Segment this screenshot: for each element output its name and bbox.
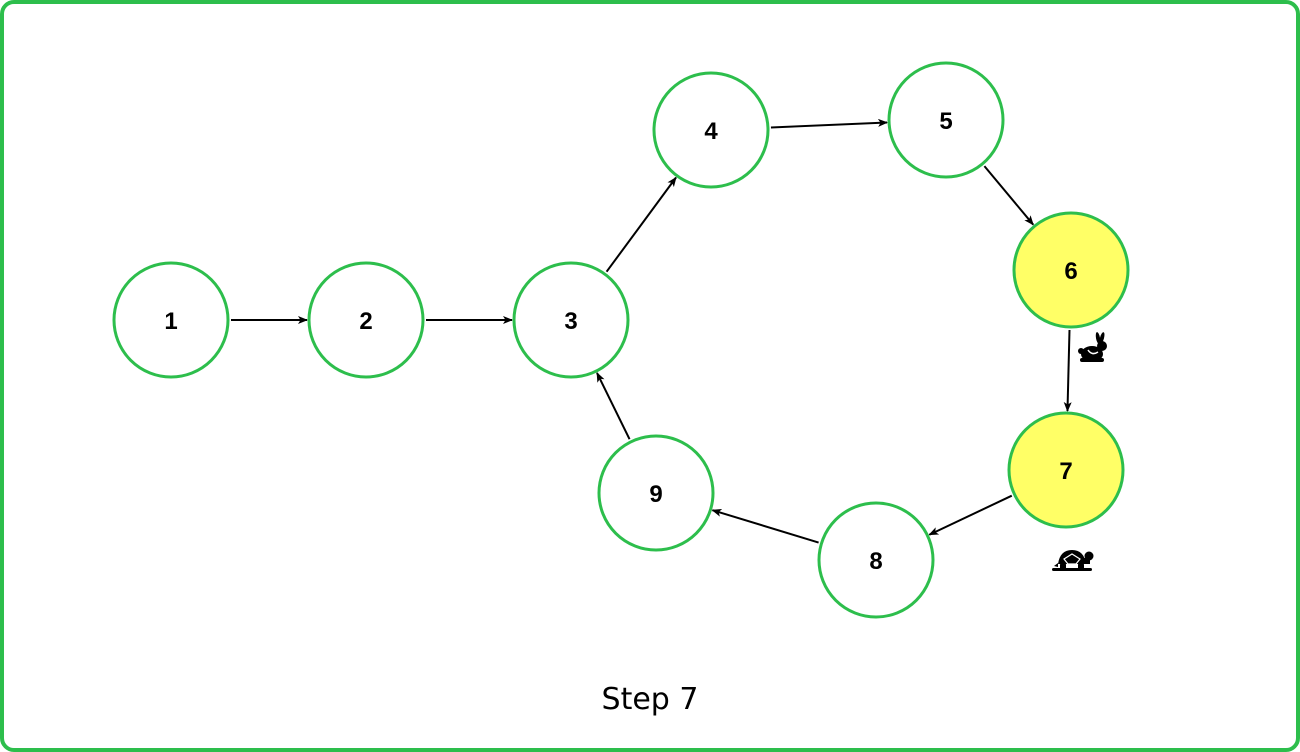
node-label: 2 — [359, 308, 372, 335]
edge-n3-to-n4 — [605, 176, 677, 273]
hare-icon — [1078, 332, 1107, 362]
node-label: 8 — [869, 548, 882, 575]
node-label: 7 — [1059, 458, 1072, 485]
node-label: 3 — [564, 308, 577, 335]
node-circle — [112, 261, 230, 379]
node-circle — [1012, 211, 1130, 329]
step-caption: Step 7 — [602, 682, 699, 717]
edge-n5-to-n6 — [983, 165, 1034, 226]
node-circle — [652, 71, 770, 189]
node-label: 9 — [649, 481, 662, 508]
edge-n6-to-n7 — [1063, 329, 1072, 413]
node-4: 4 — [652, 71, 770, 189]
node-3: 3 — [512, 261, 630, 379]
node-circle — [597, 434, 715, 552]
edge-n9-to-n3 — [596, 372, 631, 440]
edge-layer — [231, 118, 1072, 544]
node-circle — [1007, 411, 1125, 529]
node-label: 6 — [1064, 258, 1077, 285]
node-circle — [512, 261, 630, 379]
node-5: 5 — [887, 61, 1005, 179]
node-label: 5 — [939, 108, 952, 135]
node-label: 4 — [704, 118, 718, 145]
node-9: 9 — [597, 434, 715, 552]
node-circle — [817, 501, 935, 619]
node-2: 2 — [307, 261, 425, 379]
node-label: 1 — [164, 308, 177, 335]
edge-n4-to-n5 — [770, 118, 889, 129]
node-1: 1 — [112, 261, 230, 379]
edge-n7-to-n8 — [928, 494, 1013, 536]
node-circle — [887, 61, 1005, 179]
tortoise-icon — [1052, 550, 1094, 571]
node-layer: 1 2 3 4 5 6 7 8 9 — [112, 61, 1130, 619]
edge-n8-to-n9 — [711, 508, 819, 544]
node-6: 6 — [1012, 211, 1130, 329]
node-8: 8 — [817, 501, 935, 619]
node-7: 7 — [1007, 411, 1125, 529]
node-circle — [307, 261, 425, 379]
